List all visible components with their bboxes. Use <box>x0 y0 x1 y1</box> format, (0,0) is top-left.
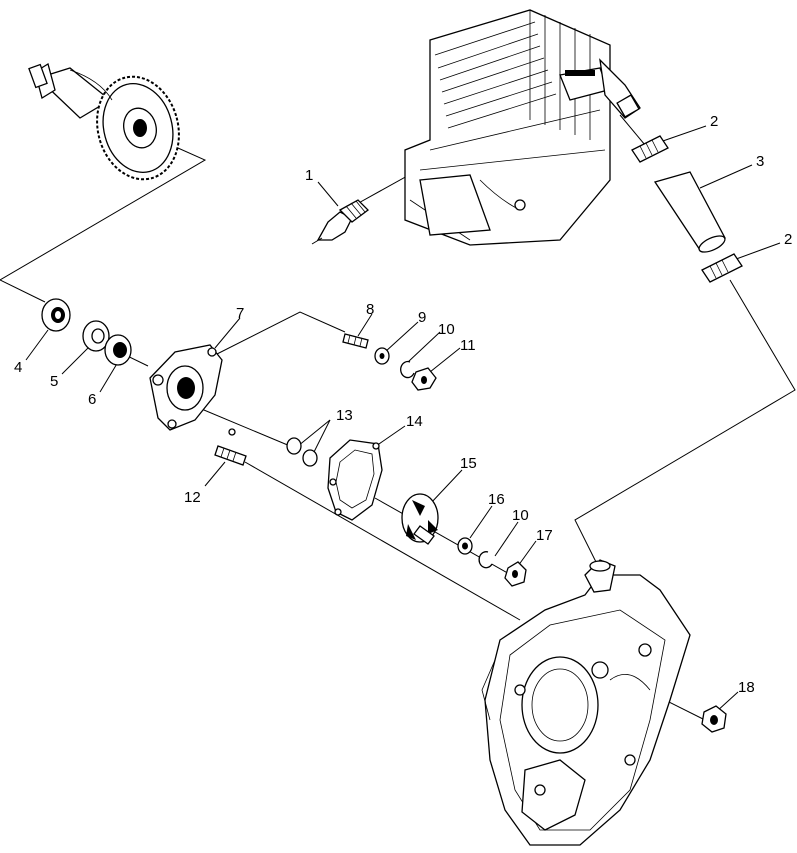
callout-18: 18 <box>738 679 755 696</box>
callout-13: 13 <box>336 407 353 424</box>
callout-16: 16 <box>488 491 505 508</box>
bearing <box>41 298 71 332</box>
washer-9 <box>374 347 390 365</box>
callout-2-upper: 2 <box>710 113 718 130</box>
callout-7: 7 <box>236 305 244 322</box>
callout-labels: 1 2 3 2 4 5 6 7 8 9 10 11 13 14 12 15 16… <box>14 113 792 696</box>
temperature-sensor <box>311 199 369 245</box>
nut-18 <box>701 705 727 733</box>
callout-3: 3 <box>756 153 764 170</box>
callout-6: 6 <box>88 391 96 408</box>
water-pump-cover <box>149 344 236 436</box>
gear-shaft-assembly <box>28 62 180 181</box>
stud-12 <box>214 445 247 466</box>
stud <box>342 333 369 349</box>
crankcase-cover <box>481 559 691 846</box>
engine-cylinder <box>404 9 641 246</box>
lock-washer-10 <box>400 360 415 379</box>
coolant-hose <box>653 171 726 253</box>
callout-4: 4 <box>14 359 22 376</box>
callout-2-lower: 2 <box>784 231 792 248</box>
spacer <box>82 320 110 352</box>
callout-12: 12 <box>184 489 201 506</box>
washer-16 <box>457 537 473 555</box>
callout-10-upper: 10 <box>438 321 455 338</box>
callout-1: 1 <box>305 167 313 184</box>
hose-clamp-upper <box>631 135 669 163</box>
callout-5: 5 <box>50 373 58 390</box>
nut-11 <box>411 367 437 391</box>
callout-15: 15 <box>460 455 477 472</box>
callout-14: 14 <box>406 413 423 430</box>
o-rings <box>286 437 318 467</box>
nut-17 <box>504 561 527 587</box>
callout-17: 17 <box>536 527 553 544</box>
callout-9: 9 <box>418 309 426 326</box>
seal <box>104 334 132 366</box>
gasket <box>327 439 383 521</box>
hose-clamp-lower <box>701 253 743 283</box>
callout-8: 8 <box>366 301 374 318</box>
callout-10-lower: 10 <box>512 507 529 524</box>
lock-washer-10-lower <box>478 551 493 569</box>
callout-11: 11 <box>460 337 476 354</box>
impeller <box>401 493 439 545</box>
